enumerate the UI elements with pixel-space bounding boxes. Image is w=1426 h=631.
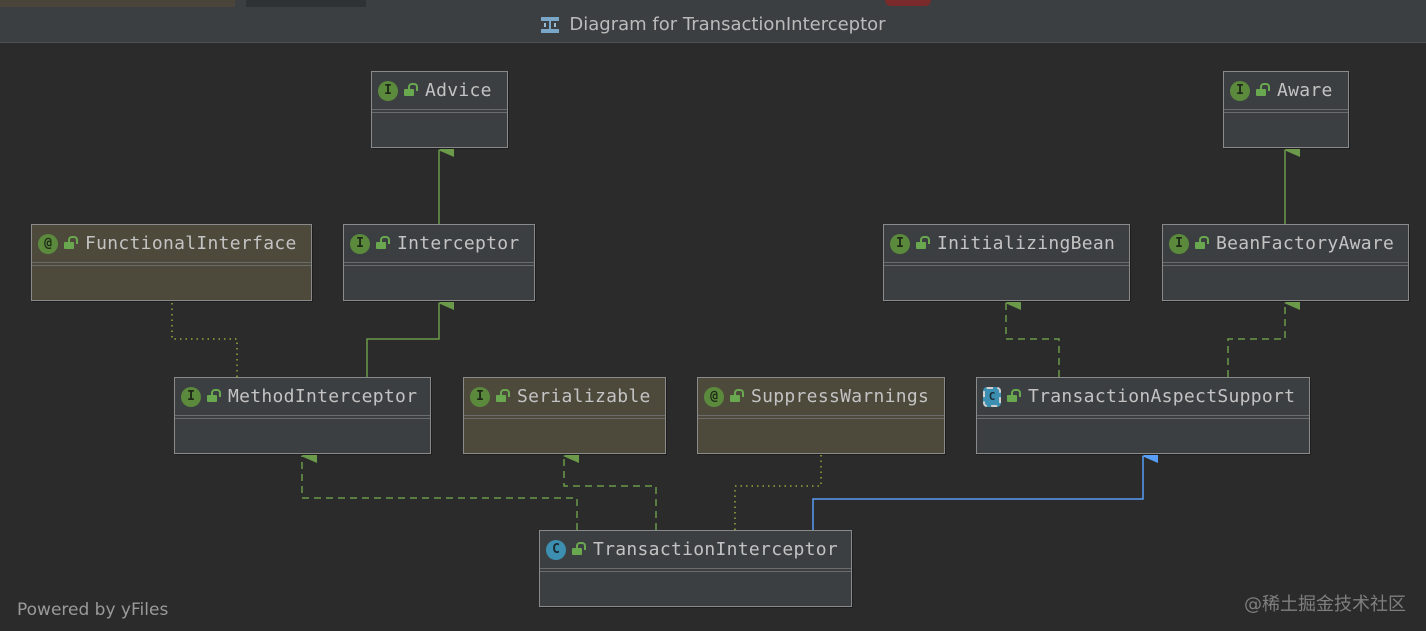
edge-methodinterceptor-interceptor	[366, 296, 454, 377]
public-lock-icon	[1007, 388, 1021, 402]
node-fields-divider	[977, 416, 1309, 419]
edge-ti-serializable	[563, 449, 657, 530]
node-name: Aware	[1277, 80, 1333, 101]
interface-icon: I	[1230, 80, 1250, 101]
node-method-interceptor[interactable]: I MethodInterceptor	[174, 377, 431, 454]
public-lock-icon	[64, 235, 78, 249]
edge-tas-initializingbean	[1005, 296, 1060, 377]
node-header: C TransactionAspectSupport	[977, 378, 1309, 416]
node-transaction-aspect-support[interactable]: C TransactionAspectSupport	[976, 377, 1310, 454]
top-strip-indicator	[885, 0, 931, 6]
node-name: FunctionalInterface	[85, 233, 297, 254]
node-fields-divider	[344, 263, 534, 266]
abstract-class-icon: C	[983, 386, 1001, 407]
node-header: I InitializingBean	[884, 225, 1129, 263]
node-aware[interactable]: I Aware	[1223, 71, 1349, 148]
node-name: Serializable	[517, 386, 651, 407]
public-lock-icon	[496, 388, 510, 402]
window-titlebar: Diagram for TransactionInterceptor	[0, 7, 1426, 43]
edge-methodinterceptor-functionalinterface	[171, 301, 238, 377]
powered-by-label: Powered by yFiles	[17, 600, 169, 620]
class-icon: C	[546, 539, 566, 560]
node-name: MethodInterceptor	[228, 386, 418, 407]
node-name: Advice	[425, 80, 492, 101]
public-lock-icon	[730, 388, 744, 402]
edge-ti-suppresswarnings	[734, 454, 822, 530]
public-lock-icon	[404, 82, 418, 96]
interface-icon: I	[470, 386, 490, 407]
node-header: I Serializable	[464, 378, 665, 416]
node-name: InitializingBean	[937, 233, 1116, 254]
node-header: @ SuppressWarnings	[698, 378, 944, 416]
node-transaction-interceptor[interactable]: C TransactionInterceptor	[539, 530, 852, 607]
interface-icon: I	[1169, 233, 1189, 254]
node-fields-divider	[32, 263, 311, 266]
node-serializable[interactable]: I Serializable	[463, 377, 666, 454]
interface-icon: I	[378, 80, 398, 101]
node-fields-divider	[372, 110, 507, 113]
node-header: I Interceptor	[344, 225, 534, 263]
node-name: Interceptor	[397, 233, 520, 254]
top-strip-tab-2	[246, 0, 366, 7]
diagram-icon	[540, 16, 560, 34]
node-fields-divider	[464, 416, 665, 419]
node-header: I MethodInterceptor	[175, 378, 430, 416]
node-functional-interface[interactable]: @ FunctionalInterface	[31, 224, 312, 301]
public-lock-icon	[572, 541, 586, 555]
public-lock-icon	[376, 235, 390, 249]
edge-tas-beanfactoryaware	[1227, 296, 1300, 377]
node-name: SuppressWarnings	[751, 386, 930, 407]
top-strip	[0, 0, 1426, 7]
node-fields-divider	[1224, 110, 1348, 113]
node-fields-divider	[1163, 263, 1408, 266]
node-header: I BeanFactoryAware	[1163, 225, 1408, 263]
public-lock-icon	[1195, 235, 1209, 249]
node-initializing-bean[interactable]: I InitializingBean	[883, 224, 1130, 301]
edge-ti-methodinterceptor	[301, 449, 578, 530]
node-fields-divider	[698, 416, 944, 419]
node-name: TransactionInterceptor	[593, 539, 839, 560]
edge-ti-transactionaspectsupport	[812, 449, 1158, 530]
node-header: C TransactionInterceptor	[540, 531, 851, 569]
node-fields-divider	[540, 569, 851, 572]
watermark: @稀土掘金技术社区	[1244, 594, 1406, 615]
node-name: TransactionAspectSupport	[1028, 386, 1296, 407]
annotation-icon: @	[38, 233, 58, 254]
node-header: I Aware	[1224, 72, 1348, 110]
node-fields-divider	[884, 263, 1129, 266]
node-name: BeanFactoryAware	[1216, 233, 1395, 254]
interface-icon: I	[181, 386, 201, 407]
top-strip-tab	[0, 0, 235, 7]
interface-icon: I	[890, 233, 910, 254]
node-interceptor[interactable]: I Interceptor	[343, 224, 535, 301]
node-header: I Advice	[372, 72, 507, 110]
interface-icon: I	[350, 233, 370, 254]
node-advice[interactable]: I Advice	[371, 71, 508, 148]
window-title: Diagram for TransactionInterceptor	[569, 14, 886, 35]
public-lock-icon	[916, 235, 930, 249]
annotation-icon: @	[704, 386, 724, 407]
node-bean-factory-aware[interactable]: I BeanFactoryAware	[1162, 224, 1409, 301]
node-header: @ FunctionalInterface	[32, 225, 311, 263]
public-lock-icon	[207, 388, 221, 402]
node-suppress-warnings[interactable]: @ SuppressWarnings	[697, 377, 945, 454]
node-fields-divider	[175, 416, 430, 419]
public-lock-icon	[1256, 82, 1270, 96]
